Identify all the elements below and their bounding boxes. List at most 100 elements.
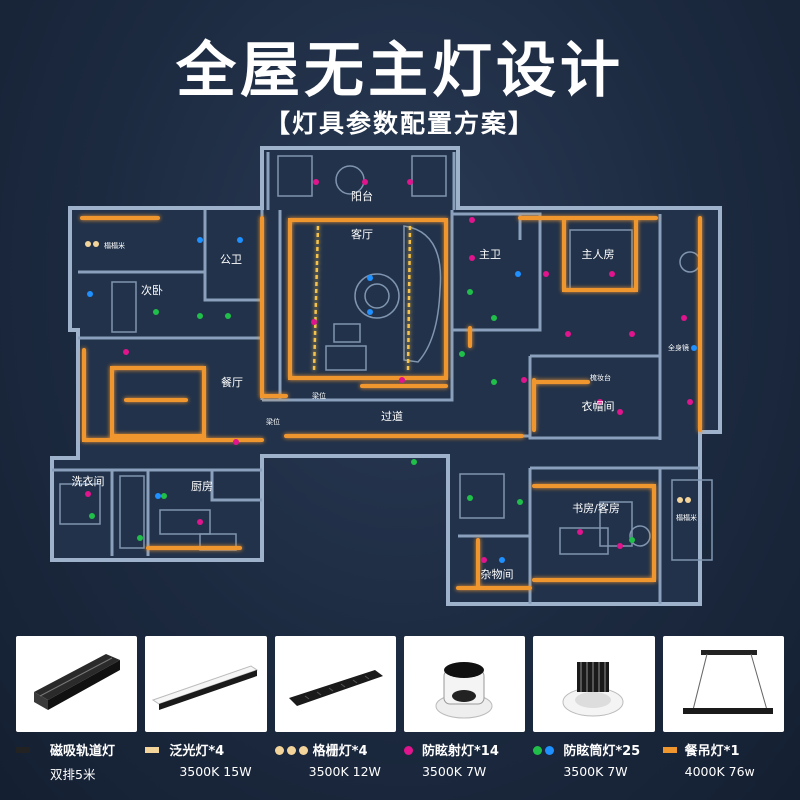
product-card-floodlight xyxy=(145,636,267,732)
legend-swatch-downlight xyxy=(533,745,555,755)
track-lights xyxy=(312,225,412,373)
light-dot xyxy=(517,499,523,505)
light-dots xyxy=(85,179,697,563)
light-dot xyxy=(93,241,99,247)
legend-swatch-floodlight xyxy=(145,745,160,755)
label-dining-room: 餐厅 xyxy=(221,375,243,389)
label-balcony: 阳台 xyxy=(351,189,373,203)
light-dot xyxy=(617,543,623,549)
light-dot xyxy=(577,529,583,535)
light-dot xyxy=(87,291,93,297)
pendant-light-icon xyxy=(682,650,773,714)
legend-name: 泛光灯*4 xyxy=(169,744,225,759)
label-laundry: 洗衣间 xyxy=(72,474,105,488)
label-study-guest: 书房/客房 xyxy=(572,501,620,515)
label-kitchen: 厨房 xyxy=(191,480,213,493)
product-card-grille xyxy=(274,636,396,732)
light-dot xyxy=(89,513,95,519)
light-dot xyxy=(225,313,231,319)
light-dot xyxy=(481,557,487,563)
light-dot xyxy=(629,331,635,337)
light-dot xyxy=(237,237,243,243)
floor-plan: 阳台 客厅 主卫 主人房 公卫 次卧 餐厅 过道 衣帽间 洗衣间 厨房 书房/客… xyxy=(50,146,722,606)
light-dot xyxy=(691,345,697,351)
legend-swatch-pendant xyxy=(662,745,677,755)
light-dot xyxy=(459,351,465,357)
legend-name: 磁吸轨道灯 xyxy=(50,744,116,759)
legend-swatch-spotlight xyxy=(403,745,413,755)
product-row xyxy=(16,636,784,732)
label-walk-in-closet: 衣帽间 xyxy=(582,399,615,413)
grille-light-icon xyxy=(288,670,383,706)
legend-spec: 双排5米 xyxy=(50,767,96,782)
label-tatami-bottom: 榻榻米 xyxy=(676,513,697,522)
legend-item-pendant: 餐吊灯*1 4000K 76w xyxy=(662,740,784,790)
label-corridor: 过道 xyxy=(381,409,403,423)
light-dot xyxy=(161,493,167,499)
light-dot xyxy=(685,497,691,503)
legend-item-downlight: 防眩筒灯*25 3500K 7W xyxy=(533,740,654,790)
light-dot xyxy=(367,309,373,315)
light-dot xyxy=(565,331,571,337)
furniture xyxy=(59,155,713,561)
anti-glare-downlight-icon xyxy=(562,662,624,717)
legend-spec: 4000K 76w xyxy=(684,764,755,779)
light-dot xyxy=(597,399,603,405)
light-dot xyxy=(362,179,368,185)
light-dot xyxy=(521,377,527,383)
light-dot xyxy=(313,179,319,185)
product-card-downlight xyxy=(533,636,655,732)
light-dot xyxy=(469,255,475,261)
legend-name: 格栅灯*4 xyxy=(312,744,368,759)
label-public-bath: 公卫 xyxy=(220,253,242,266)
label-second-bedroom: 次卧 xyxy=(141,283,163,297)
legend-item-track: 磁吸轨道灯 双排5米 xyxy=(16,740,137,790)
light-dot xyxy=(515,271,521,277)
label-vanity: 梳妆台 xyxy=(590,373,611,382)
light-dot xyxy=(609,271,615,277)
light-dot xyxy=(411,459,417,465)
led-strips xyxy=(80,216,702,590)
room-labels: 阳台 客厅 主卫 主人房 公卫 次卧 餐厅 过道 衣帽间 洗衣间 厨房 书房/客… xyxy=(72,189,698,581)
page-subtitle: 【灯具参数配置方案】 xyxy=(264,109,535,138)
legend-spec: 3500K 15W xyxy=(179,764,252,779)
light-dot xyxy=(233,439,239,445)
light-dot xyxy=(617,409,623,415)
light-dot xyxy=(137,535,143,541)
product-card-pendant xyxy=(662,636,784,732)
light-dot xyxy=(491,315,497,321)
legend-item-floodlight: 泛光灯*4 3500K 15W xyxy=(145,740,266,790)
label-beam-1: 梁位 xyxy=(312,391,326,400)
page-title: 全屋无主灯设计 xyxy=(176,36,624,106)
light-dot xyxy=(399,377,405,383)
light-dot xyxy=(197,519,203,525)
label-living-room: 客厅 xyxy=(351,227,373,241)
legend-spec: 3500K 7W xyxy=(563,764,628,779)
label-beam-2: 梁位 xyxy=(266,417,280,426)
light-dot xyxy=(681,315,687,321)
light-dot xyxy=(367,275,373,281)
light-dot xyxy=(407,179,413,185)
label-master-bedroom: 主人房 xyxy=(582,248,615,261)
light-dot xyxy=(85,241,91,247)
light-dot xyxy=(629,537,635,543)
light-dot xyxy=(469,217,475,223)
label-full-mirror: 全身镜 xyxy=(668,343,689,352)
light-dot xyxy=(153,309,159,315)
light-dot xyxy=(123,349,129,355)
light-dot xyxy=(499,557,505,563)
floodlight-bar-icon xyxy=(152,665,259,710)
legend-swatch-grille xyxy=(274,745,308,755)
legend-item-grille: 格栅灯*4 3500K 12W xyxy=(274,740,396,790)
light-dot xyxy=(687,399,693,405)
product-card-spotlight xyxy=(403,636,526,732)
legend-name: 餐吊灯*1 xyxy=(684,744,740,759)
light-dot xyxy=(467,289,473,295)
magnetic-track-icon xyxy=(34,654,120,710)
light-dot xyxy=(543,271,549,277)
label-storage: 杂物间 xyxy=(481,567,514,581)
legend-row: 磁吸轨道灯 双排5米 泛光灯*4 3500K 15W 格栅灯*4 3500K 1… xyxy=(16,740,784,790)
light-dot xyxy=(85,491,91,497)
legend-spec: 3500K 12W xyxy=(308,764,381,779)
